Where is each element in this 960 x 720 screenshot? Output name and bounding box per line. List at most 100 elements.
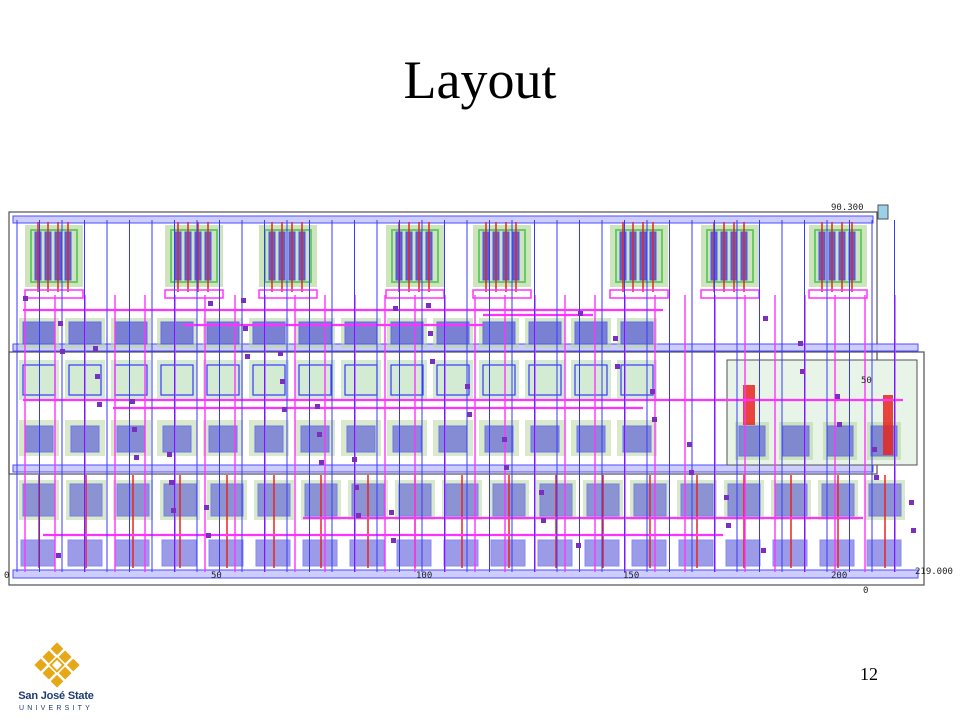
- via: [393, 306, 398, 311]
- via: [909, 500, 914, 505]
- via: [56, 553, 61, 558]
- diffusion: [615, 229, 663, 283]
- via: [282, 407, 287, 412]
- mid-cell-outline: [206, 364, 240, 396]
- via: [872, 447, 877, 452]
- bottom-small-cell: [443, 539, 479, 567]
- mid-cell: [387, 360, 427, 400]
- via: [430, 359, 435, 364]
- coord-label-top-right: 90.300: [831, 203, 864, 213]
- via: [502, 437, 507, 442]
- via: [356, 513, 361, 518]
- mid-cell: [341, 360, 381, 400]
- via: [389, 510, 394, 515]
- via: [204, 505, 209, 510]
- bottom-small-cell: [631, 539, 667, 567]
- diffusion: [170, 229, 218, 283]
- via: [539, 490, 544, 495]
- via: [171, 508, 176, 513]
- metal2-strap: [808, 289, 868, 299]
- slide-title: Layout: [403, 50, 557, 110]
- via: [613, 336, 618, 341]
- mid-cell: [479, 360, 519, 400]
- via: [241, 298, 246, 303]
- lower-mid-diffusion: [438, 425, 468, 453]
- mid-cell: [295, 360, 335, 400]
- via: [352, 457, 357, 462]
- axis-label-150: 150: [623, 571, 640, 581]
- via: [95, 374, 100, 379]
- via: [132, 427, 137, 432]
- via: [504, 465, 509, 470]
- via: [576, 543, 581, 548]
- via: [835, 394, 840, 399]
- via: [761, 548, 766, 553]
- via: [130, 399, 135, 404]
- via: [58, 321, 63, 326]
- via: [245, 354, 250, 359]
- via: [578, 311, 583, 316]
- layout-drawing: [8, 204, 925, 586]
- mid-diffusion: [114, 321, 148, 345]
- axis-label-50: 50: [211, 571, 222, 581]
- mid-cell: [203, 360, 243, 400]
- mid-cell: [157, 360, 197, 400]
- mid-diffusion: [298, 321, 332, 345]
- coord-label-bottom-right: 219.000: [915, 567, 953, 577]
- mid-diffusion: [574, 321, 608, 345]
- via: [134, 455, 139, 460]
- lower-mid-diffusion: [576, 425, 606, 453]
- mid-cell-outline: [482, 364, 516, 396]
- mid-cell: [433, 360, 473, 400]
- bottom-small-cell: [20, 539, 56, 567]
- bottom-small-cell: [255, 539, 291, 567]
- bottom-small-cell: [678, 539, 714, 567]
- via: [208, 301, 213, 306]
- diffusion: [814, 229, 862, 283]
- axis-label-100: 100: [416, 571, 433, 581]
- nwell-block: [25, 225, 83, 287]
- via: [426, 303, 431, 308]
- via: [428, 331, 433, 336]
- bottom-small-cell: [725, 539, 761, 567]
- via: [467, 412, 472, 417]
- lower-mid-diffusion: [162, 425, 192, 453]
- mid-cell-outline: [574, 364, 608, 396]
- lower-mid-diffusion: [208, 425, 238, 453]
- logo-subtitle: UNIVERSITY: [18, 705, 93, 712]
- nwell-block: [259, 225, 317, 287]
- nwell-block: [610, 225, 668, 287]
- via: [167, 452, 172, 457]
- via: [724, 495, 729, 500]
- diffusion: [706, 229, 754, 283]
- mid-diffusion: [206, 321, 240, 345]
- right-diffusion: [826, 425, 854, 457]
- nwell-block: [165, 225, 223, 287]
- via: [60, 349, 65, 354]
- via: [278, 351, 283, 356]
- mid-cell: [571, 360, 611, 400]
- nwell-block: [701, 225, 759, 287]
- via: [319, 460, 324, 465]
- metal2-strap: [700, 289, 760, 299]
- nwell-block: [386, 225, 444, 287]
- lower-mid-diffusion: [392, 425, 422, 453]
- right-poly: [743, 385, 755, 425]
- logo-name: San José State: [18, 690, 94, 702]
- via: [800, 369, 805, 374]
- via: [687, 442, 692, 447]
- via: [615, 364, 620, 369]
- via: [650, 389, 655, 394]
- cell-boundary-top: [8, 211, 878, 475]
- diffusion: [391, 229, 439, 283]
- via: [391, 538, 396, 543]
- mid-cell-outline: [436, 364, 470, 396]
- mid-diffusion: [620, 321, 654, 345]
- chip-layout-view: 90.300 50 219.000 0 0 50 100 150 200: [3, 200, 953, 597]
- metal2-strap: [24, 289, 84, 299]
- bottom-small-cell: [772, 539, 808, 567]
- mid-cell-outline: [160, 364, 194, 396]
- nwell-block: [473, 225, 531, 287]
- metal2-strap: [472, 289, 532, 299]
- via: [169, 480, 174, 485]
